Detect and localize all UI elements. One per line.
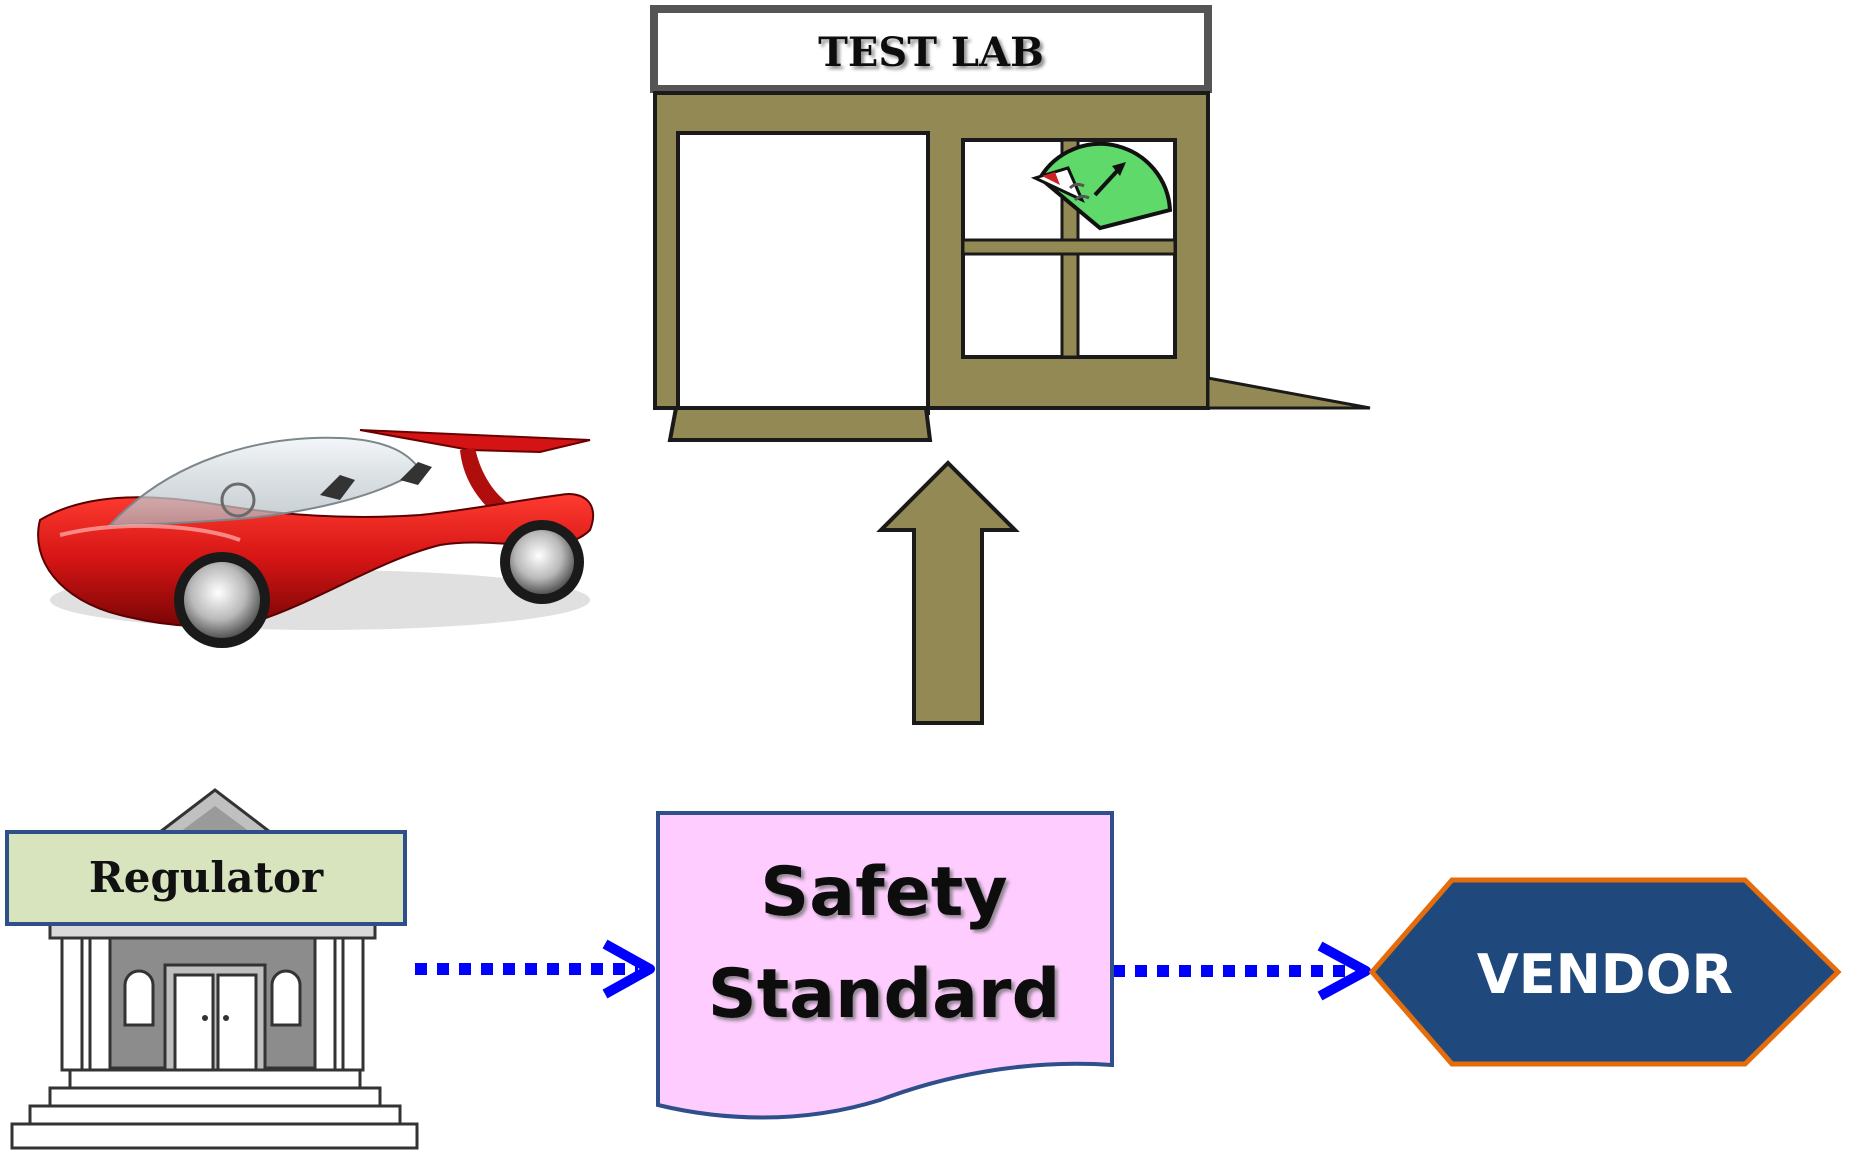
vendor-hexagon [1368,877,1842,1067]
building-door [676,131,930,415]
dotted-arrow-regulator-to-standard [415,939,655,999]
test-lab-building: TEST LAB [650,5,1371,442]
car-icon [37,429,595,648]
vendor-label: VENDOR [1477,943,1733,1006]
building-ramp [1206,376,1371,410]
regulator-sign [5,830,407,926]
gauge-icon [1030,141,1173,231]
safety-standard-line1: Safety [760,853,1007,932]
regulator-label: Regulator [89,853,324,902]
safety-standard-document [656,811,1114,1120]
test-lab-sign-label: TEST LAB [818,29,1044,76]
door-step [667,406,933,442]
test-lab-sign [650,5,1212,93]
up-arrow-icon [876,460,1020,725]
dotted-arrow-standard-to-vendor [1113,941,1371,1001]
safety-standard-line2: Standard [708,955,1061,1034]
